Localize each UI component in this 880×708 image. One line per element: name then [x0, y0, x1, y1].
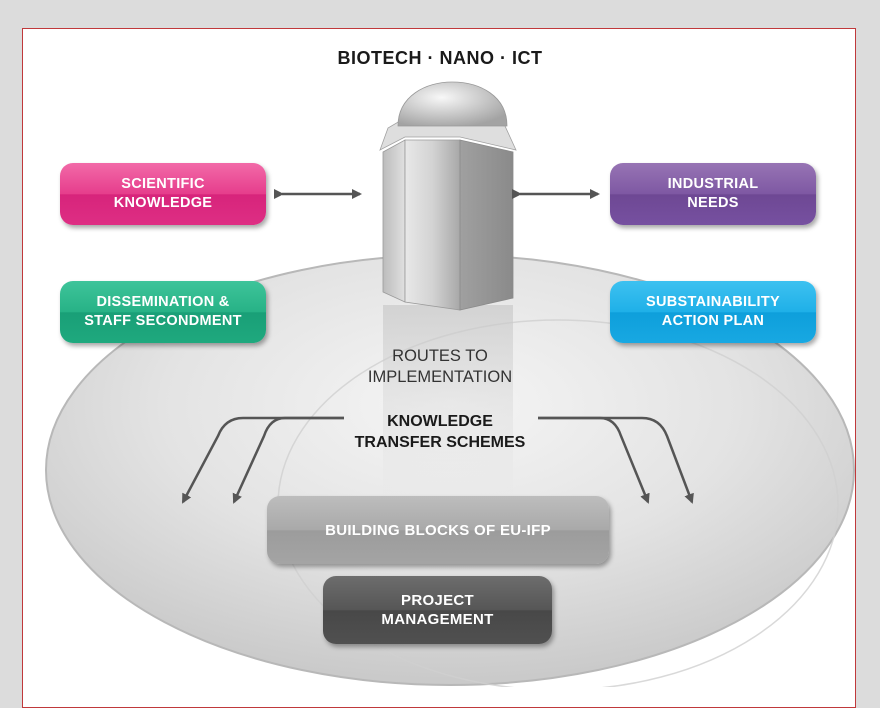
pillar-icon: [379, 81, 517, 311]
building-blocks-box: BUILDING BLOCKS OF EU-IFP: [267, 496, 609, 564]
project-management-box: PROJECT MANAGEMENT: [323, 576, 552, 644]
curved-arrow-icon: [181, 416, 694, 504]
pillar-reflection: [383, 305, 513, 505]
knowledge-transfer-label: KNOWLEDGE TRANSFER SCHEMES: [354, 413, 526, 451]
scientific-knowledge-box: SCIENTIFIC KNOWLEDGE: [60, 163, 266, 225]
diagram-title: BIOTECH · NANO · ICT: [337, 48, 543, 68]
sustainability-box: SUBSTAINABILITY ACTION PLAN: [610, 281, 816, 343]
dissemination-box: DISSEMINATION & STAFF SECONDMENT: [60, 281, 266, 343]
routes-label: ROUTES TO IMPLEMENTATION: [367, 347, 513, 386]
industrial-needs-box: INDUSTRIAL NEEDS: [610, 163, 816, 225]
diagram-graphics: [45, 81, 855, 687]
